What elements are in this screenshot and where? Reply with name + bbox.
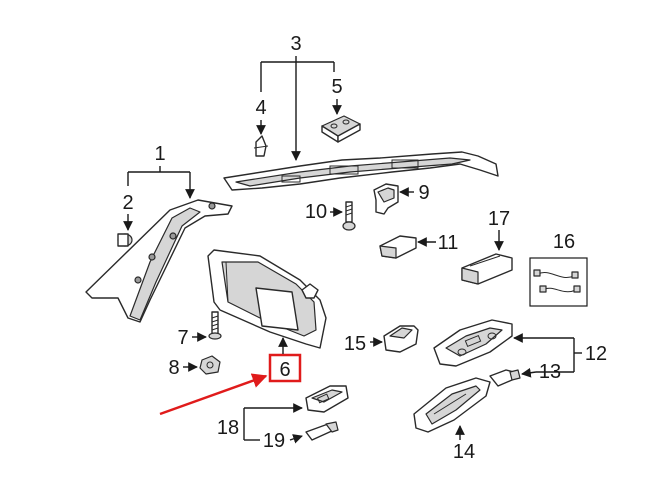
control-module bbox=[461, 253, 513, 285]
callout-4: 4 bbox=[255, 97, 267, 135]
callout-17-label: 17 bbox=[488, 208, 510, 230]
callout-17: 17 bbox=[488, 208, 510, 251]
callout-9-label: 9 bbox=[418, 182, 429, 204]
callout-6-label: 6 bbox=[279, 359, 290, 381]
highlight-arrow bbox=[159, 373, 268, 416]
wiring-harness bbox=[529, 257, 588, 307]
callout-16-label: 16 bbox=[553, 231, 575, 253]
sun-visor bbox=[207, 249, 327, 349]
callout-12: 12 bbox=[513, 333, 607, 372]
map-lamp bbox=[305, 385, 349, 413]
roof-pad bbox=[321, 115, 361, 143]
callout-18-label: 18 bbox=[217, 417, 239, 439]
callout-15: 15 bbox=[344, 333, 383, 355]
retainer-bracket bbox=[373, 183, 399, 215]
callout-11: 11 bbox=[417, 232, 459, 254]
callout-19-label: 19 bbox=[263, 430, 285, 452]
console-bulb bbox=[489, 369, 521, 387]
callout-14-label: 14 bbox=[453, 441, 475, 463]
callout-5: 5 bbox=[331, 76, 343, 115]
callout-7: 7 bbox=[177, 327, 207, 349]
callout-15-label: 15 bbox=[344, 333, 366, 355]
callout-3-label: 3 bbox=[290, 33, 301, 55]
callout-13: 13 bbox=[521, 361, 574, 383]
callout-3: 3 bbox=[260, 33, 335, 161]
roof-bolt bbox=[342, 201, 356, 231]
callout-1: 1 bbox=[127, 143, 195, 199]
callout-5-label: 5 bbox=[331, 76, 342, 98]
callout-4-label: 4 bbox=[255, 97, 266, 119]
callout-11-label: 11 bbox=[438, 232, 459, 254]
trim-cover bbox=[379, 235, 417, 259]
callout-14: 14 bbox=[453, 425, 475, 463]
highlight-box bbox=[268, 353, 302, 383]
callout-10-label: 10 bbox=[305, 201, 327, 223]
callout-7-label: 7 bbox=[177, 327, 188, 349]
callout-12-label: 12 bbox=[585, 343, 607, 365]
console-lens bbox=[413, 377, 491, 433]
callout-9: 9 bbox=[399, 182, 430, 204]
callout-19: 19 bbox=[244, 430, 303, 452]
callout-1-label: 1 bbox=[154, 143, 165, 165]
callout-2-label: 2 bbox=[122, 192, 133, 214]
visor-clip bbox=[199, 355, 221, 375]
console-switch bbox=[383, 325, 419, 353]
callout-18: 18 bbox=[217, 403, 303, 440]
festoon-bulb bbox=[305, 421, 339, 441]
pillar-clip bbox=[117, 233, 133, 247]
callout-6: 6 bbox=[159, 337, 302, 416]
callout-8: 8 bbox=[168, 357, 198, 379]
callout-16: 16 bbox=[553, 231, 575, 253]
harness-box bbox=[529, 257, 588, 307]
overhead-console bbox=[433, 319, 513, 367]
roof-frame bbox=[223, 151, 499, 191]
callout-8-label: 8 bbox=[168, 357, 179, 379]
a-pillar-trim bbox=[85, 199, 233, 323]
visor-screw bbox=[208, 311, 222, 340]
callout-2: 2 bbox=[122, 192, 134, 231]
callout-10: 10 bbox=[305, 201, 343, 223]
roof-clip bbox=[253, 135, 269, 157]
